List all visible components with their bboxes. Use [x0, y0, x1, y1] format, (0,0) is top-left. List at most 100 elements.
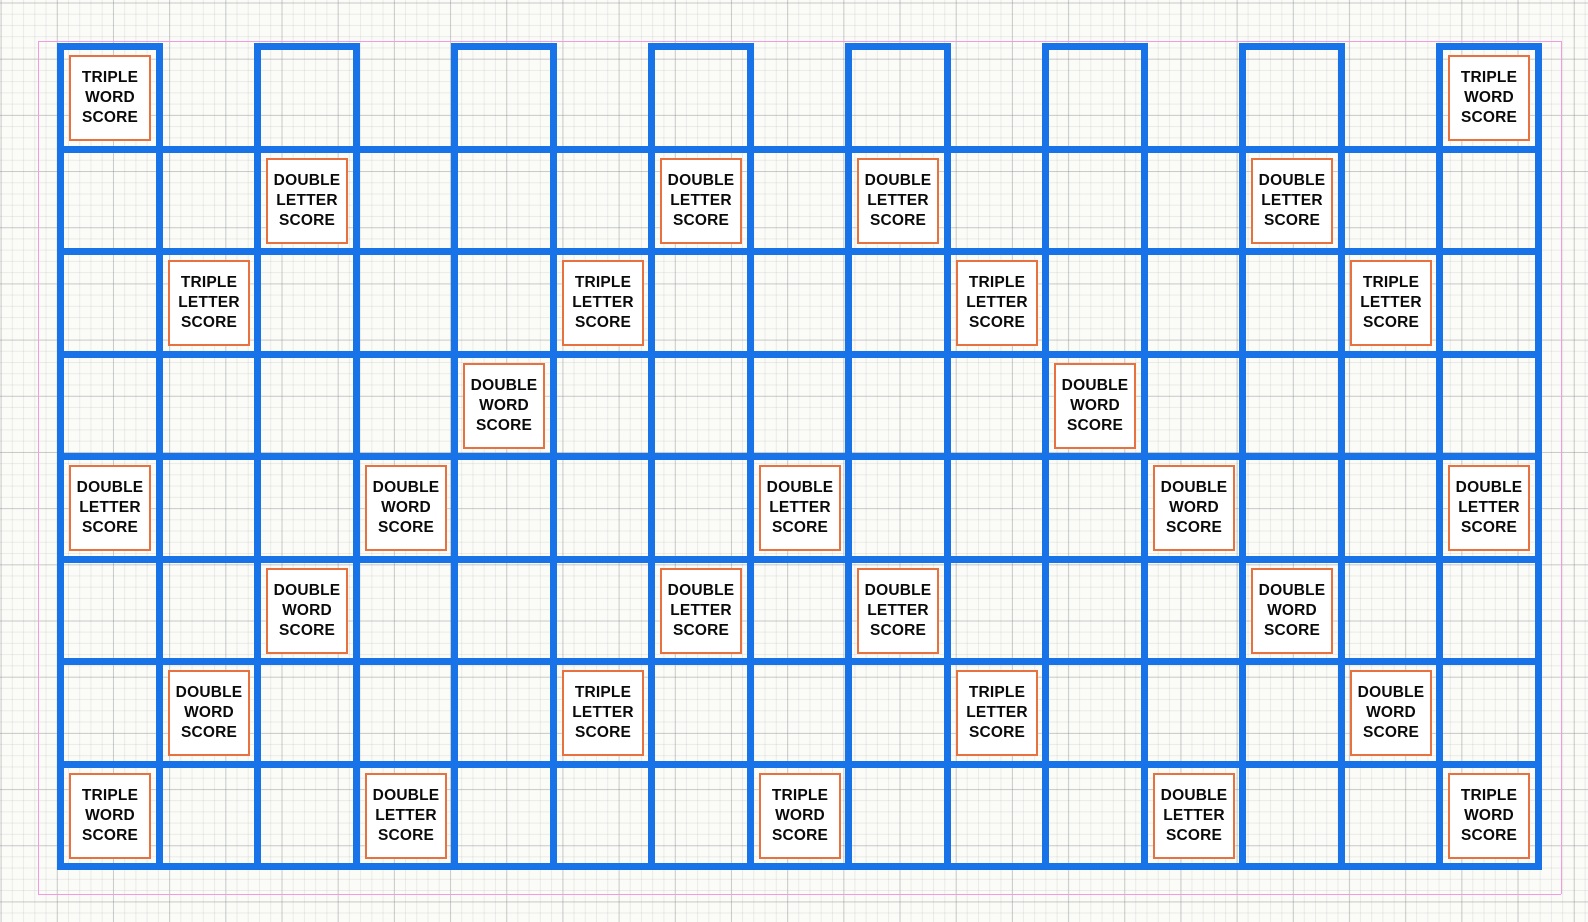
- premium-square-label-line: SCORE: [1263, 212, 1321, 230]
- grid-line-top-segment-10: [1042, 43, 1148, 50]
- premium-square-label-line: WORD: [1267, 601, 1317, 619]
- premium-square-label-line: SCORE: [1362, 314, 1420, 332]
- premium-square-label-line: DOUBLE: [1455, 478, 1523, 496]
- premium-square-label-line: DOUBLE: [1258, 171, 1326, 189]
- premium-square-double-letter[interactable]: DOUBLE LETTER SCORE: [1153, 773, 1235, 859]
- premium-square-label-line: SCORE: [180, 724, 238, 742]
- premium-square-label-line: LETTER: [79, 498, 141, 516]
- premium-square-label-line: TRIPLE: [1460, 786, 1518, 804]
- premium-square-label-line: WORD: [775, 806, 825, 824]
- premium-square-label-line: SCORE: [1263, 622, 1321, 640]
- premium-square-label-line: SCORE: [1165, 827, 1223, 845]
- premium-square-label-line: LETTER: [769, 498, 831, 516]
- premium-square-triple-letter[interactable]: TRIPLE LETTER SCORE: [956, 670, 1038, 756]
- scrabble-board[interactable]: TRIPLE WORD SCORE TRIPLE WORD SCORE DOUBLE LETT…: [57, 43, 1542, 870]
- premium-square-label-line: WORD: [282, 601, 332, 619]
- premium-square-label-line: SCORE: [278, 212, 336, 230]
- premium-square-label-line: WORD: [381, 498, 431, 516]
- premium-square-label-line: LETTER: [572, 703, 634, 721]
- premium-square-label-line: DOUBLE: [1160, 786, 1228, 804]
- guide-line-top: [38, 41, 1561, 42]
- premium-square-label-line: DOUBLE: [1258, 581, 1326, 599]
- premium-square-label-line: LETTER: [966, 703, 1028, 721]
- premium-square-label-line: LETTER: [1458, 498, 1520, 516]
- premium-square-label-line: LETTER: [1163, 806, 1225, 824]
- premium-square-label-line: DOUBLE: [1061, 376, 1129, 394]
- premium-square-double-word[interactable]: DOUBLE WORD SCORE: [365, 465, 447, 551]
- premium-square-label-line: DOUBLE: [1357, 683, 1425, 701]
- premium-square-label-line: SCORE: [574, 314, 632, 332]
- guide-line-bottom: [38, 894, 1561, 895]
- premium-square-label-line: DOUBLE: [864, 171, 932, 189]
- premium-square-label-line: LETTER: [867, 601, 929, 619]
- premium-square-label-line: SCORE: [1460, 827, 1518, 845]
- premium-square-triple-letter[interactable]: TRIPLE LETTER SCORE: [1350, 260, 1432, 346]
- premium-square-label-line: SCORE: [869, 622, 927, 640]
- premium-square-label-line: SCORE: [1066, 417, 1124, 435]
- premium-square-label-line: SCORE: [869, 212, 927, 230]
- grid-line-horizontal-2: [57, 248, 1542, 255]
- grid-line-top-segment-4: [451, 43, 557, 50]
- premium-square-label-line: LETTER: [572, 293, 634, 311]
- premium-square-double-letter[interactable]: DOUBLE LETTER SCORE: [69, 465, 151, 551]
- premium-square-label-line: LETTER: [867, 191, 929, 209]
- premium-square-label-line: SCORE: [1460, 519, 1518, 537]
- premium-square-label-line: SCORE: [377, 519, 435, 537]
- premium-square-label-line: SCORE: [672, 622, 730, 640]
- premium-square-label-line: LETTER: [670, 191, 732, 209]
- grid-line-top-segment-8: [845, 43, 951, 50]
- premium-square-label-line: LETTER: [375, 806, 437, 824]
- premium-square-label-line: DOUBLE: [667, 171, 735, 189]
- premium-square-double-letter[interactable]: DOUBLE LETTER SCORE: [857, 158, 939, 244]
- premium-square-label-line: SCORE: [968, 724, 1026, 742]
- premium-square-label-line: TRIPLE: [968, 683, 1026, 701]
- guide-line-right: [1561, 41, 1562, 894]
- premium-square-label-line: TRIPLE: [574, 683, 632, 701]
- premium-square-label-line: LETTER: [1360, 293, 1422, 311]
- premium-square-label-line: DOUBLE: [372, 478, 440, 496]
- premium-square-label-line: SCORE: [81, 109, 139, 127]
- grid-line-top-segment-12: [1239, 43, 1345, 50]
- premium-square-label-line: TRIPLE: [1362, 273, 1420, 291]
- premium-square-label-line: SCORE: [180, 314, 238, 332]
- premium-square-double-letter[interactable]: DOUBLE LETTER SCORE: [1251, 158, 1333, 244]
- grid-line-top-segment-2: [254, 43, 360, 50]
- grid-line-horizontal-6: [57, 658, 1542, 665]
- premium-square-label-line: WORD: [1464, 806, 1514, 824]
- premium-square-double-word[interactable]: DOUBLE WORD SCORE: [1251, 568, 1333, 654]
- premium-square-label-line: WORD: [1070, 396, 1120, 414]
- guide-line-left: [38, 41, 39, 894]
- premium-square-label-line: SCORE: [1165, 519, 1223, 537]
- premium-square-label-line: SCORE: [771, 519, 829, 537]
- premium-square-label-line: DOUBLE: [175, 683, 243, 701]
- premium-square-label-line: DOUBLE: [76, 478, 144, 496]
- premium-square-label-line: DOUBLE: [766, 478, 834, 496]
- premium-square-label-line: LETTER: [1261, 191, 1323, 209]
- premium-square-label-line: SCORE: [81, 519, 139, 537]
- premium-square-double-word[interactable]: DOUBLE WORD SCORE: [1054, 363, 1136, 449]
- premium-square-double-letter[interactable]: DOUBLE LETTER SCORE: [759, 465, 841, 551]
- premium-square-triple-word[interactable]: TRIPLE WORD SCORE: [1448, 773, 1530, 859]
- premium-square-label-line: SCORE: [1362, 724, 1420, 742]
- premium-square-label-line: WORD: [479, 396, 529, 414]
- premium-square-double-letter[interactable]: DOUBLE LETTER SCORE: [1448, 465, 1530, 551]
